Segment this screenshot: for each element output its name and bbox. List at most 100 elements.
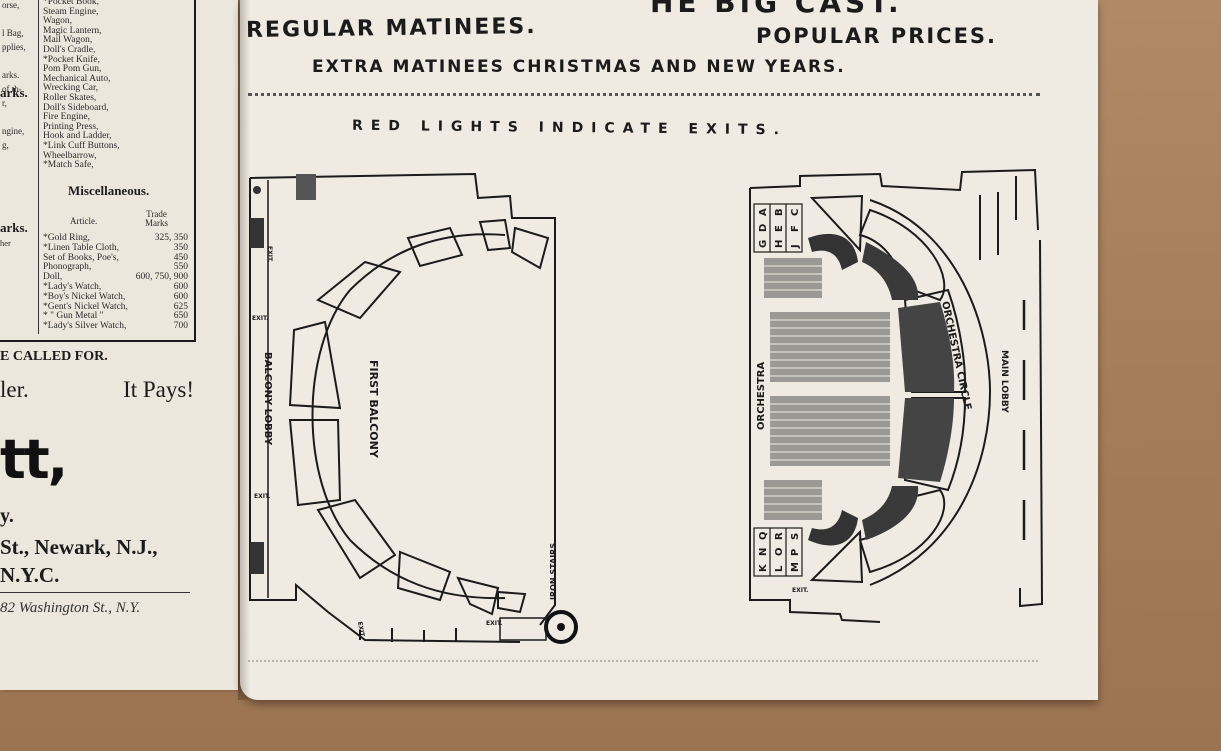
misc-article: Phonograph, — [43, 262, 92, 273]
seat-block — [288, 320, 342, 410]
seat-block — [497, 590, 527, 614]
circle-section — [858, 208, 946, 302]
toy-item: *Pocket Knife, — [43, 54, 100, 65]
seat-block — [456, 576, 500, 616]
bottom-faint-rule — [248, 660, 1038, 662]
seat-block-dark — [808, 510, 858, 546]
box-letter: P — [790, 549, 801, 556]
box-grid-top — [753, 203, 803, 253]
misc-article: *Gold Ring, — [43, 233, 90, 243]
column-divider — [38, 0, 39, 334]
misc-article: *Boy's Nickel Watch, — [43, 291, 126, 302]
tier-inner-mid — [311, 289, 351, 541]
cut-text-line: of th- — [2, 84, 22, 94]
box-letter: C — [790, 209, 801, 216]
seat-block — [510, 226, 550, 270]
cut-text-her: her — [0, 238, 11, 248]
misc-marks: 450 — [173, 252, 188, 263]
toy-item: Doll's Sideboard, — [43, 102, 109, 113]
misc-row: *Lady's Silver Watch,700 — [43, 321, 188, 332]
iron-stairs-center — [557, 623, 565, 631]
box-letter: Q — [758, 531, 769, 540]
toy-item: Doll's Cradle, — [43, 44, 96, 55]
cut-text-line: arks. — [2, 70, 20, 80]
toy-item: Printing Press, — [43, 121, 99, 132]
box-letter: F — [790, 225, 801, 232]
ad-washington-address: 82 Washington St., N.Y. — [0, 600, 141, 616]
cut-column-text: orse,l Bag,pplies,arks.of th-r,ngine,g, — [2, 0, 36, 152]
seat-block — [316, 260, 402, 320]
cut-top-heading: HE BIG CAST. — [650, 0, 903, 19]
box-section — [809, 529, 864, 584]
box-letter: N — [758, 548, 769, 556]
ad-tagline-left: ler. — [0, 377, 29, 402]
misc-row: *Gold Ring, 325, 350 — [43, 233, 188, 244]
seat-grid-lines — [764, 265, 890, 513]
orchestra-label: ORCHESTRA — [756, 362, 767, 430]
exit-marker — [296, 174, 316, 200]
box-letter: G — [758, 240, 769, 248]
box-letter: K — [758, 563, 769, 572]
misc-row: *Gent's Nickel Watch,625 — [43, 301, 188, 313]
misc-row: *Boy's Nickel Watch, 600 — [43, 291, 188, 303]
exit-dot — [253, 186, 261, 194]
toy-item: Hook and Ladder, — [43, 131, 112, 142]
misc-marks: 625 — [173, 301, 188, 312]
trade-marks-column-header: Trade Marks — [145, 210, 168, 228]
misc-marks: 325, 350 — [154, 233, 188, 243]
cut-text-line: g, — [2, 140, 9, 150]
toy-item: *Link Cuff Buttons, — [43, 140, 120, 151]
toy-item-list: *Pocket Book,Steam Engine,Wagon,Magic La… — [43, 0, 188, 171]
misc-row: *Lady's Watch,600 — [43, 282, 188, 293]
ad-nyc-address: N.Y.C. — [0, 563, 60, 587]
seat-block — [406, 226, 464, 268]
toy-item: Roller Skates, — [43, 92, 97, 103]
box-letter: O — [774, 547, 785, 556]
popular-prices-heading: POPULAR PRICES. — [756, 24, 998, 48]
misc-article: *Linen Table Cloth, — [43, 242, 119, 253]
trade-header-line: Trade — [146, 209, 167, 219]
ad-tagline: ler. It Pays! — [0, 377, 194, 403]
exit-stubs — [359, 628, 457, 642]
misc-marks: 600 — [173, 291, 188, 302]
ad-line-y: y. — [0, 505, 14, 527]
toy-item: Pom Pom Gun, — [43, 64, 102, 75]
iron-stairs-label: IRON STAIRS — [549, 543, 558, 600]
toy-item: Magic Lantern, — [43, 25, 102, 36]
stairs-landing — [499, 617, 547, 641]
cut-text-line: pplies, — [2, 42, 26, 52]
box-letter: A — [758, 208, 769, 216]
misc-article: * " Gun Metal " — [43, 311, 104, 322]
circle-section — [903, 288, 967, 393]
called-for-text: E CALLED FOR. — [0, 349, 108, 364]
miscellaneous-heading: Miscellaneous. — [68, 183, 150, 198]
cut-heading-marks-2: arks. — [0, 220, 28, 235]
seat-block-dark — [898, 302, 955, 392]
box-letter: B — [774, 208, 785, 216]
box-letter: E — [774, 225, 785, 232]
box-letter: H — [774, 240, 785, 248]
misc-article: Set of Books, Poe's, — [43, 252, 119, 263]
cut-text-line: ngine, — [2, 126, 25, 136]
lobby-partitions — [979, 176, 1017, 260]
seat-block — [316, 498, 397, 580]
it-pays-text: It Pays! — [123, 377, 194, 402]
first-balcony-label: FIRST BALCONY — [367, 360, 380, 459]
article-column-header: Article. — [70, 216, 98, 226]
misc-row: Phonograph,550 — [43, 263, 188, 273]
cut-text-line: r, — [2, 98, 7, 108]
cut-heading-marks-1: arks. — [0, 85, 28, 100]
seat-block — [396, 550, 452, 602]
seat-block-dark — [808, 233, 858, 270]
main-lobby-label: MAIN LOBBY — [999, 350, 1009, 413]
seat-block — [478, 218, 512, 252]
extra-matinees-line: EXTRA MATINEES CHRISTMAS AND NEW YEARS. — [312, 57, 846, 77]
ad-big-name: tt, — [0, 428, 68, 491]
misc-row: * " Gun Metal "650 — [43, 312, 188, 322]
exit-label: EXIT. — [486, 620, 502, 627]
exit-label: EXIT. — [356, 621, 366, 638]
box-letter: M — [790, 562, 801, 572]
box-grid-bottom — [753, 527, 803, 577]
